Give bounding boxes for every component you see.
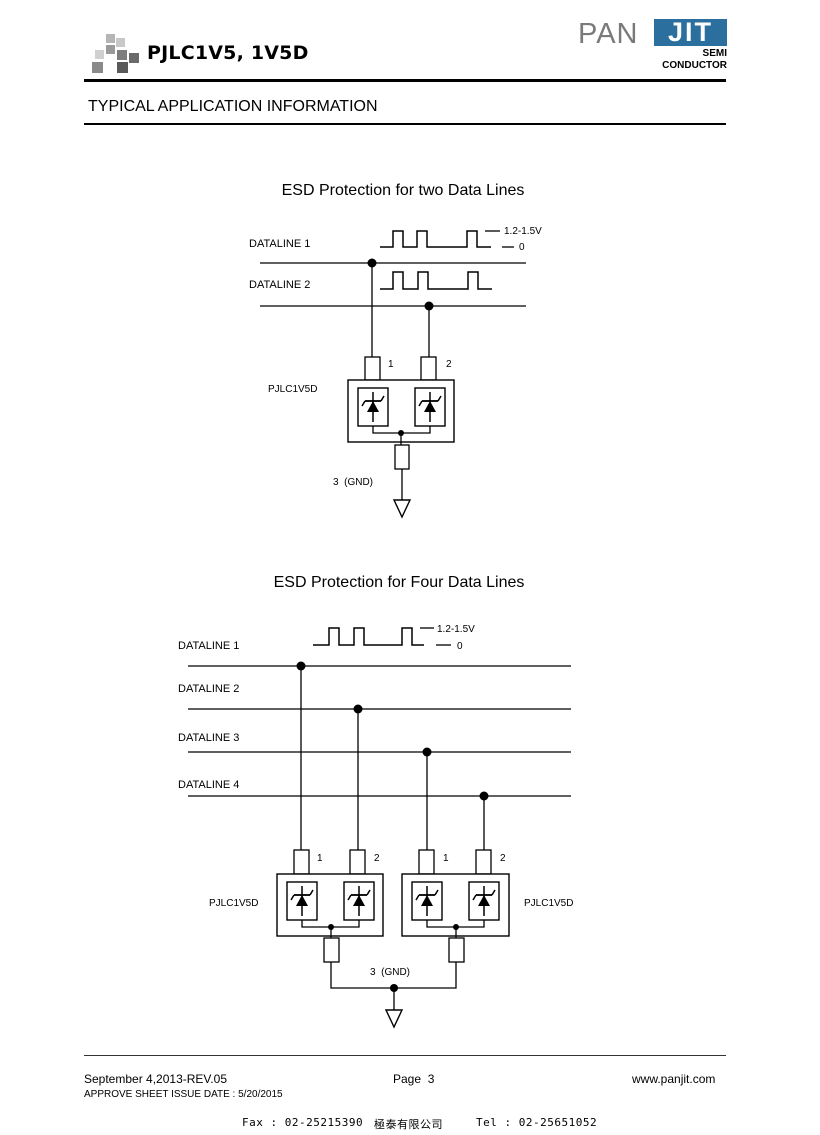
right-device-pin1: 1 bbox=[443, 853, 449, 864]
diagram-four-dataline2-label: DATALINE 2 bbox=[178, 683, 239, 695]
diagram-four-dataline4-label: DATALINE 4 bbox=[178, 779, 239, 791]
diagram-two-pulse-2 bbox=[380, 271, 492, 290]
section-title: TYPICAL APPLICATION INFORMATION bbox=[88, 98, 378, 115]
header-logo-squares bbox=[92, 34, 144, 74]
logo-conductor-text: CONDUCTOR bbox=[662, 60, 727, 71]
logo-pan-text: PAN bbox=[578, 18, 639, 50]
diagram-two-dataline2-label: DATALINE 2 bbox=[249, 279, 310, 291]
diagram-two-gnd-label: 3 (GND) bbox=[333, 477, 373, 488]
part-number-title: PJLC1V5, 1V5D bbox=[147, 42, 309, 64]
right-device-label: PJLC1V5D bbox=[524, 898, 573, 909]
diagram-four-gnd-label: 3 (GND) bbox=[370, 967, 410, 978]
footer-rule bbox=[84, 1055, 726, 1056]
footer-fax: Fax : 02-25215390 bbox=[242, 1116, 364, 1129]
tvs-diode-icon bbox=[468, 881, 500, 921]
diagram-two-device-label: PJLC1V5D bbox=[268, 384, 317, 395]
footer-approve-date: APPROVE SHEET ISSUE DATE : 5/20/2015 bbox=[84, 1089, 283, 1100]
right-device-pin2: 2 bbox=[500, 853, 506, 864]
diagram-four-level-low: 0 bbox=[457, 641, 463, 652]
left-device-pin1: 1 bbox=[317, 853, 323, 864]
left-device-label: PJLC1V5D bbox=[209, 898, 258, 909]
ground-icon bbox=[392, 499, 412, 519]
logo-jit-box: JIT bbox=[654, 19, 727, 46]
tvs-diode-icon bbox=[357, 387, 389, 427]
logo-semi-text: SEMI bbox=[702, 48, 727, 59]
diagram-two-pin2: 2 bbox=[446, 359, 452, 370]
diagram-four-dataline3-label: DATALINE 3 bbox=[178, 732, 239, 744]
diagram-four-title: ESD Protection for Four Data Lines bbox=[274, 574, 525, 591]
diagram-two-dataline1-label: DATALINE 1 bbox=[249, 238, 310, 250]
diagram-four-level-high: 1.2-1.5V bbox=[437, 624, 475, 635]
ground-icon bbox=[384, 1009, 404, 1029]
diagram-four-pulse bbox=[313, 627, 424, 646]
diagram-four-dataline1-label: DATALINE 1 bbox=[178, 640, 239, 652]
tvs-diode-icon bbox=[286, 881, 318, 921]
footer-website: www.panjit.com bbox=[632, 1072, 716, 1086]
diagram-two-level-low: 0 bbox=[519, 242, 525, 253]
footer-company-name: 極泰有限公司 bbox=[374, 1118, 443, 1131]
section-rule bbox=[84, 123, 726, 125]
diagram-two-level-high: 1.2-1.5V bbox=[504, 226, 542, 237]
tvs-diode-icon bbox=[414, 387, 446, 427]
footer-date-revision: September 4,2013-REV.05 bbox=[84, 1072, 227, 1086]
diagram-two-title: ESD Protection for two Data Lines bbox=[282, 182, 525, 199]
footer-page-number: Page 3 bbox=[393, 1072, 435, 1086]
footer-tel: Tel : 02-25651052 bbox=[476, 1116, 598, 1129]
diagram-two-pin1: 1 bbox=[388, 359, 394, 370]
tvs-diode-icon bbox=[343, 881, 375, 921]
diagram-two-pulse-1 bbox=[380, 230, 491, 248]
left-device-pin2: 2 bbox=[374, 853, 380, 864]
tvs-diode-icon bbox=[411, 881, 443, 921]
header-rule bbox=[84, 79, 726, 82]
